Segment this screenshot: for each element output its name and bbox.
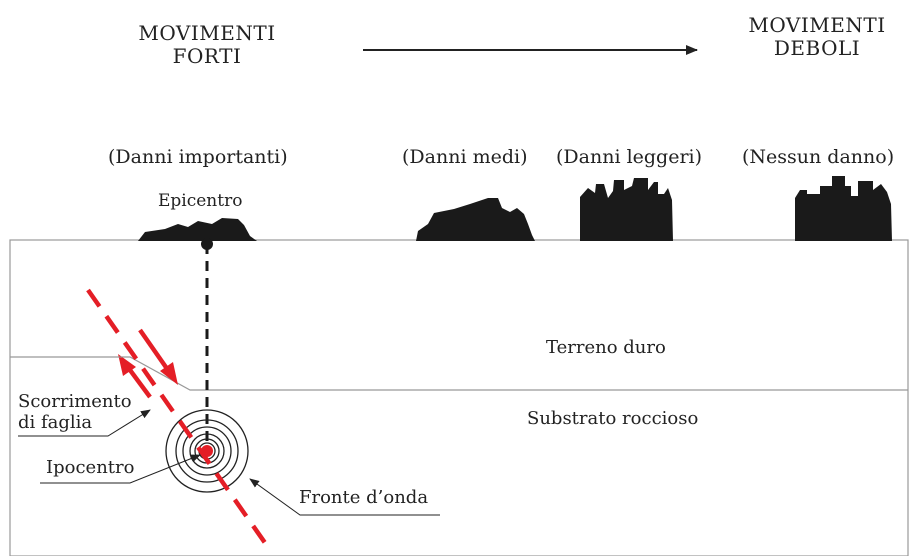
leader-fault-slip (18, 409, 151, 437)
fault-slip-line2: di faglia (18, 411, 93, 433)
weak-motion-heading: MOVIMENTI DEBOLI (742, 14, 892, 60)
leader-hypocentre (40, 454, 201, 484)
strong-motion-line2: FORTI (172, 44, 242, 68)
bedrock-label: Substrato roccioso (527, 408, 699, 429)
weak-motion-line1: MOVIMENTI (748, 13, 886, 37)
buildings-light-damage (580, 178, 673, 241)
fault-slip-arrows (118, 328, 178, 399)
ground-block (9, 239, 909, 556)
hypocentre-label: Ipocentro (46, 457, 135, 478)
epicentre-dot (201, 238, 213, 250)
wave-front-label: Fronte d’onda (299, 487, 429, 508)
strong-motion-heading: MOVIMENTI FORTI (132, 22, 282, 68)
epicentre-label: Epicentro (158, 191, 243, 211)
damage-label-medium: (Danni medi) (402, 146, 528, 168)
fault-line (86, 288, 272, 552)
hypocentre-dot (201, 445, 213, 457)
fault-slip-line1: Scorrimento (18, 391, 132, 412)
damage-label-light: (Danni leggeri) (556, 146, 703, 168)
fault-slip-label: Scorrimento di faglia (18, 391, 132, 433)
buildings-no-damage (795, 176, 892, 241)
rubble-heavy-damage (138, 218, 257, 241)
hard-soil-label: Terreno duro (546, 337, 666, 358)
weak-motion-line2: DEBOLI (773, 36, 861, 60)
buildings-medium-damage (416, 198, 535, 241)
damage-label-major: (Danni importanti) (108, 146, 288, 168)
strong-motion-line1: MOVIMENTI (138, 21, 276, 45)
damage-label-none: (Nessun danno) (742, 146, 895, 168)
leader-wave-front (249, 478, 440, 516)
